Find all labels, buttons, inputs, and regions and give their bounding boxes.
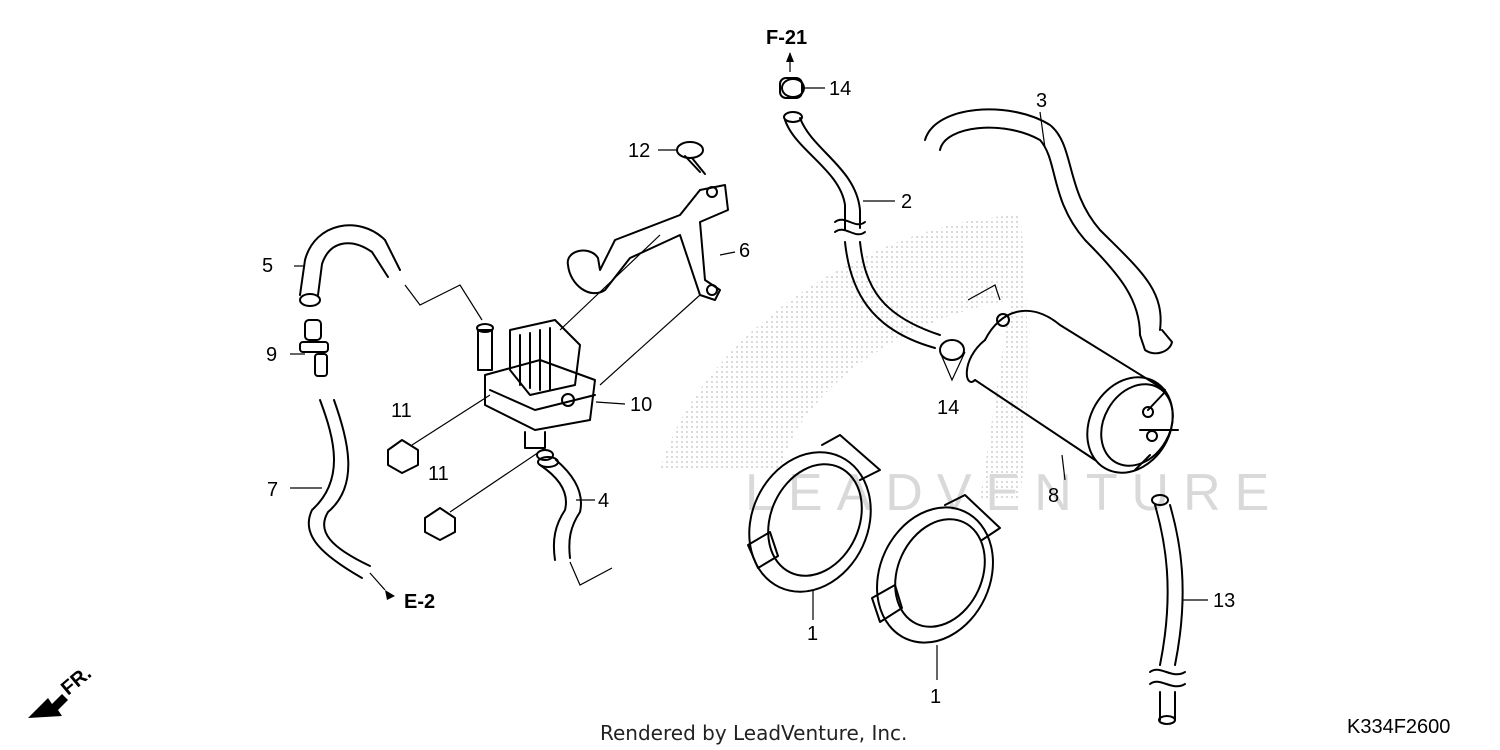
part-1-band-left[interactable] [727, 432, 893, 612]
render-credit: Rendered by LeadVenture, Inc. [600, 721, 907, 745]
leader-lines [290, 52, 1208, 680]
callout-1-right: 1 [930, 686, 941, 708]
part-1-band-right[interactable] [856, 488, 1015, 661]
callout-11-lower: 11 [428, 463, 449, 485]
part-5-hose[interactable] [299, 224, 483, 321]
callout-14-upper: 14 [829, 78, 851, 100]
callout-1-left: 1 [807, 623, 818, 645]
callouts: F-21 14 3 12 2 6 5 9 10 14 11 11 7 8 4 E… [262, 27, 1235, 708]
ref-e2[interactable]: E-2 [404, 591, 435, 613]
callout-4: 4 [598, 490, 609, 512]
brand-watermark: LEADVENTURE [660, 215, 1283, 522]
watermark-text: LEADVENTURE [745, 464, 1283, 522]
part-2-hose[interactable] [779, 77, 941, 349]
diagram-code: K334F2600 [1347, 716, 1450, 738]
front-direction-arrow: FR. [28, 662, 96, 718]
callout-12: 12 [628, 140, 650, 162]
part-9-fitting[interactable] [299, 319, 329, 377]
part-8-canister[interactable] [965, 309, 1190, 488]
callout-10: 10 [630, 394, 652, 416]
part-3-hose[interactable] [924, 108, 1173, 355]
part-14-clamp-lower[interactable] [939, 284, 1010, 382]
callout-7: 7 [267, 479, 278, 501]
callout-13: 13 [1213, 590, 1235, 612]
part-13-hose[interactable] [1149, 494, 1186, 725]
ref-f21[interactable]: F-21 [766, 27, 807, 49]
part-4-hose[interactable] [537, 456, 613, 586]
fr-label: FR. [57, 662, 96, 700]
callout-8: 8 [1048, 485, 1059, 507]
part-11-bolt-lower[interactable] [424, 447, 546, 541]
part-14-clamp-upper[interactable] [781, 78, 805, 98]
part-10-valve[interactable] [476, 319, 626, 461]
callout-6: 6 [739, 240, 750, 262]
callout-9: 9 [266, 344, 277, 366]
callout-14-lower: 14 [937, 397, 959, 419]
callout-11-upper: 11 [391, 400, 412, 422]
callout-3: 3 [1036, 90, 1047, 112]
part-11-bolt-upper[interactable] [387, 394, 491, 474]
callout-2: 2 [901, 191, 912, 213]
part-6-bracket[interactable] [559, 184, 736, 386]
part-7-hose[interactable] [307, 399, 395, 600]
callout-5: 5 [262, 255, 273, 277]
part-12-screw[interactable] [658, 141, 706, 175]
